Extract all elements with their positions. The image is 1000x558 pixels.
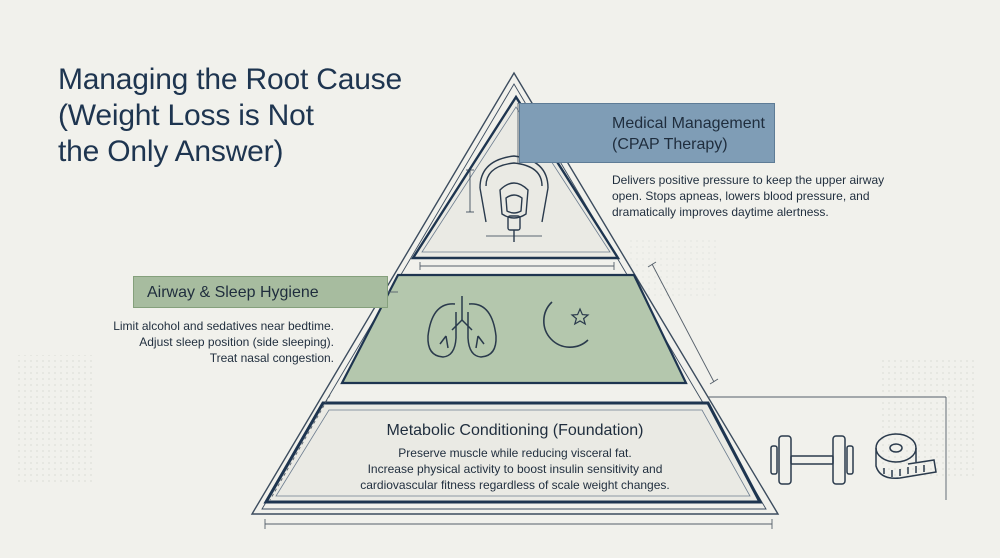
middle-tier-trapezoid bbox=[340, 273, 688, 385]
bottom-tier-inner-outline bbox=[275, 409, 751, 497]
lungs-icon bbox=[427, 296, 497, 358]
dot-texture-right bbox=[880, 360, 975, 480]
dot-texture-left bbox=[15, 355, 95, 485]
medical-desc-line: dramatically improves daytime alertness. bbox=[612, 205, 829, 219]
medical-description: Delivers positive pressure to keep the u… bbox=[612, 172, 912, 220]
page-title: Managing the Root Cause (Weight Loss is … bbox=[58, 62, 402, 170]
airway-desc-line: Treat nasal congestion. bbox=[209, 351, 334, 365]
airway-desc-line: Adjust sleep position (side sleeping). bbox=[139, 335, 334, 349]
medical-management-label: Medical Management (CPAP Therapy) bbox=[519, 103, 775, 163]
cpap-mask-icon bbox=[466, 155, 549, 242]
medical-desc-line: open. Stops apneas, lowers blood pressur… bbox=[612, 189, 870, 203]
top-tier-triangle bbox=[410, 94, 621, 260]
metabolic-desc-line: cardiovascular fitness regardless of sca… bbox=[360, 478, 670, 492]
title-line-3: the Only Answer) bbox=[58, 135, 284, 168]
dimension-lines bbox=[264, 103, 947, 529]
bottom-tier-trapezoid bbox=[263, 401, 763, 504]
dumbbell-icon bbox=[770, 435, 854, 485]
medical-title-line-2: (CPAP Therapy) bbox=[612, 136, 728, 153]
metabolic-desc-line: Increase physical activity to boost insu… bbox=[367, 462, 663, 476]
metabolic-description: Preserve muscle while reducing visceral … bbox=[300, 445, 730, 493]
moon-star-icon bbox=[543, 301, 590, 348]
airway-sleep-hygiene-label: Airway & Sleep Hygiene bbox=[133, 276, 388, 308]
airway-desc-line: Limit alcohol and sedatives near bedtime… bbox=[113, 319, 334, 333]
top-tier-inner-outline bbox=[421, 106, 611, 253]
dot-texture-mid bbox=[630, 240, 720, 300]
metabolic-conditioning-title: Metabolic Conditioning (Foundation) bbox=[386, 422, 644, 439]
medical-title-line-1: Medical Management bbox=[612, 115, 765, 132]
title-line-2: (Weight Loss is Not bbox=[58, 99, 314, 132]
measuring-tape-icon bbox=[875, 433, 937, 479]
airway-description: Limit alcohol and sedatives near bedtime… bbox=[70, 318, 334, 366]
medical-desc-line: Delivers positive pressure to keep the u… bbox=[612, 173, 885, 187]
title-line-1: Managing the Root Cause bbox=[58, 63, 402, 96]
metabolic-desc-line: Preserve muscle while reducing visceral … bbox=[398, 446, 632, 460]
